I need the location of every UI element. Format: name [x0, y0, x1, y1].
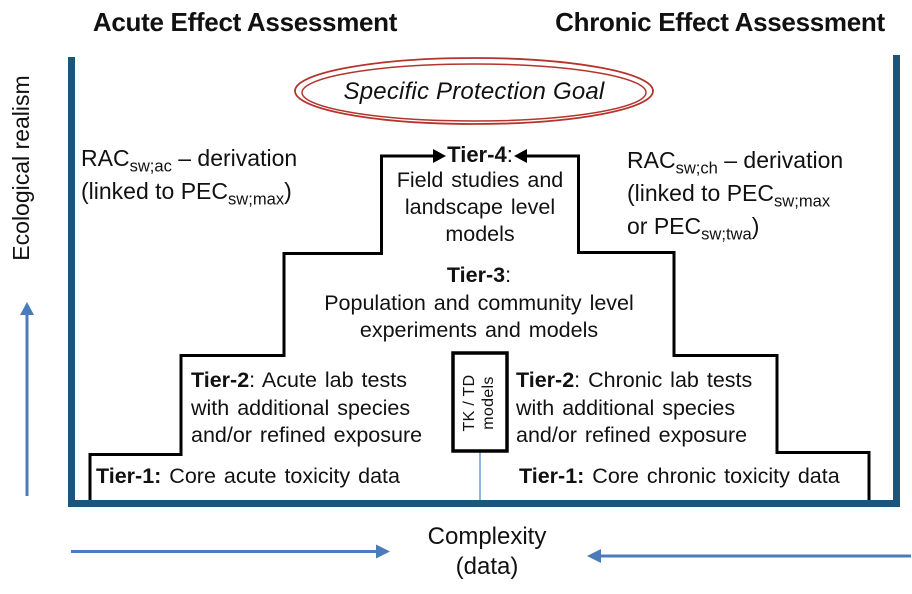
tier2-chronic-line3: and/or refined exposure — [516, 423, 748, 447]
tier1-chronic-label: Tier-1: — [519, 464, 585, 488]
pec-acute-base: (linked to PEC — [81, 178, 229, 204]
tier2-chronic-rest: : Chronic lab tests — [574, 368, 753, 392]
tier4-label: Tier-4 — [447, 142, 507, 167]
rac-acute-base: RAC — [81, 145, 130, 171]
x-axis-label-line2: (data) — [455, 553, 519, 580]
tier2-acute-line3: and/or refined exposure — [191, 423, 423, 447]
tier3-label: Tier-3 — [446, 263, 506, 287]
pec-acute-subscript: sw;max — [228, 189, 285, 209]
tier4-heading: Tier-4: — [400, 141, 560, 169]
axes-frame — [68, 55, 900, 507]
complexity-arrow-right — [587, 549, 911, 563]
rac-chronic-annotation: RACsw;ch – derivation (linked to PECsw;m… — [627, 144, 843, 243]
tier3-line2: experiments and models — [359, 318, 599, 342]
rac-chronic-line1: RACsw;ch – derivation — [627, 147, 844, 176]
tier3-colon: : — [505, 263, 512, 287]
pec-chronic-max-subscript: sw;max — [774, 191, 831, 211]
tier1-chronic-description: Tier-1: Core chronic toxicity data — [519, 464, 840, 489]
tier4-line2: landscape level — [404, 195, 556, 219]
staircase-left-outline — [88, 154, 434, 502]
tier4-line1: Field studies and — [396, 168, 564, 192]
pec-acute-close: ) — [284, 178, 292, 204]
tier2-chronic-line2: with additional species — [516, 395, 736, 420]
tktd-line1: TK / TD — [461, 374, 478, 432]
tier4-description: Field studies and landscape level models — [390, 167, 570, 248]
pec-chronic-twa-base: or PEC — [627, 213, 702, 239]
pec-chronic-max-base: (linked to PEC — [627, 180, 775, 206]
complexity-arrowhead-right — [587, 549, 601, 563]
rac-acute-line1: RACsw;ac – derivation — [81, 145, 298, 174]
rac-acute-derivation-text: – derivation — [171, 145, 298, 171]
tier2-acute-label: Tier-2 — [191, 368, 250, 392]
rac-chronic-base: RAC — [627, 147, 676, 173]
tktd-box — [451, 351, 509, 453]
tier1-acute-label: Tier-1: — [96, 464, 162, 488]
rac-acute-line2: (linked to PECsw;max) — [81, 178, 292, 207]
rac-chronic-derivation-text: – derivation — [717, 147, 844, 173]
realism-arrow — [20, 302, 34, 496]
rac-chronic-subscript: sw;ch — [675, 158, 718, 178]
protection-goal-ellipse-outer — [294, 57, 654, 125]
protection-goal-label: Specific Protection Goal — [343, 78, 605, 105]
x-axis-label: Complexity (data) — [387, 522, 587, 582]
x-axis-label-line1: Complexity — [427, 523, 547, 550]
rac-chronic-line3: or PECsw;twa) — [627, 213, 760, 242]
tktd-line2: models — [480, 376, 497, 430]
complexity-arrowhead-left — [376, 544, 390, 559]
tier4-colon: : — [506, 142, 513, 167]
protection-goal-ellipse-inner — [301, 63, 647, 122]
tier2-chronic-label: Tier-2 — [516, 368, 575, 392]
tier2-acute-description: Tier-2: Acute lab tests with additional … — [191, 367, 453, 450]
rac-chronic-line2: (linked to PECsw;max — [627, 180, 830, 209]
tier1-chronic-rest: Core chronic toxicity data — [584, 464, 840, 488]
tier2-chronic-description: Tier-2: Chronic lab tests with additiona… — [516, 367, 778, 450]
tktd-label: TK / TD models — [460, 355, 500, 451]
tier4-line3: models — [445, 222, 515, 246]
tier2-acute-rest: : Acute lab tests — [249, 368, 407, 392]
rac-acute-subscript: sw;ac — [129, 156, 172, 176]
tier3-line1: Population and community level — [324, 290, 634, 315]
tier1-acute-description: Tier-1: Core acute toxicity data — [96, 464, 400, 489]
rac-acute-annotation: RACsw;ac – derivation (linked to PECsw;m… — [81, 142, 297, 208]
pec-chronic-close: ) — [751, 213, 760, 239]
tier4-arrowhead-left — [433, 149, 446, 163]
tier1-acute-rest: Core acute toxicity data — [161, 464, 400, 488]
tier3-description: Tier-3: Population and community level e… — [287, 262, 671, 345]
tier2-acute-line2: with additional species — [191, 395, 411, 420]
realism-arrowhead — [20, 302, 34, 315]
acute-assessment-title: Acute Effect Assessment — [92, 7, 398, 37]
tier4-arrowhead-right — [514, 149, 527, 163]
complexity-arrow-left — [71, 544, 390, 559]
staircase-right-outline — [526, 154, 871, 502]
pec-chronic-twa-subscript: sw;twa — [701, 224, 752, 244]
chronic-assessment-title: Chronic Effect Assessment — [555, 7, 885, 37]
y-axis-label: Ecological realism — [8, 75, 34, 261]
